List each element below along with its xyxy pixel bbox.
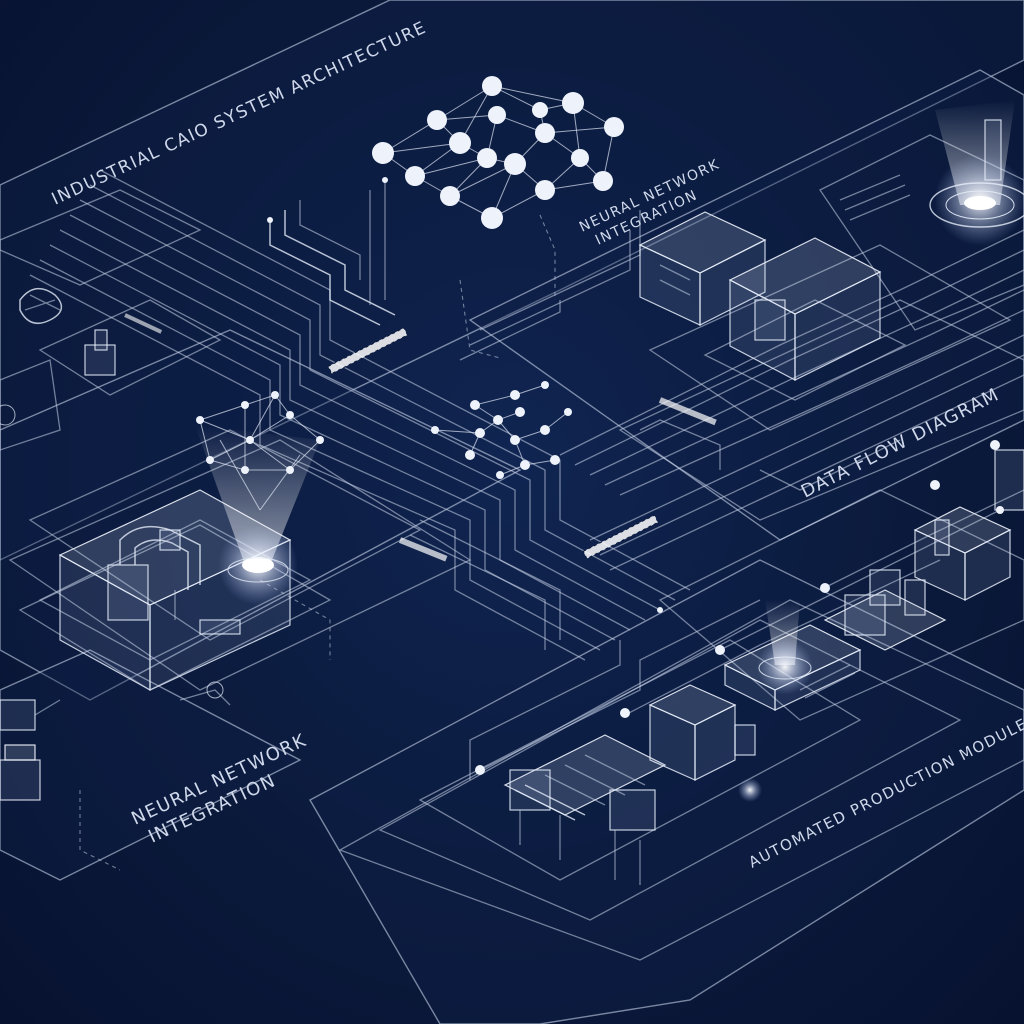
hologram-disc-icon [839, 100, 1024, 246]
lower-left-machines [0, 681, 231, 801]
cnc-machine-icon [638, 211, 907, 401]
packaging-station-icon [648, 684, 762, 802]
assembly-cell-icon [913, 449, 1024, 601]
conveyor-icon [503, 734, 667, 885]
component-sketch-icon [0, 287, 116, 426]
scanner-module-icon [723, 600, 862, 711]
inner-panels [0, 134, 1024, 961]
press-machine-icon [823, 569, 947, 651]
data-bus-left [29, 169, 691, 661]
central-node-network [431, 381, 572, 479]
neural-network-icon [372, 76, 624, 229]
data-bus-connectors [124, 313, 717, 562]
hologram-projector-icon [195, 391, 324, 605]
junction-dots [267, 177, 1004, 775]
